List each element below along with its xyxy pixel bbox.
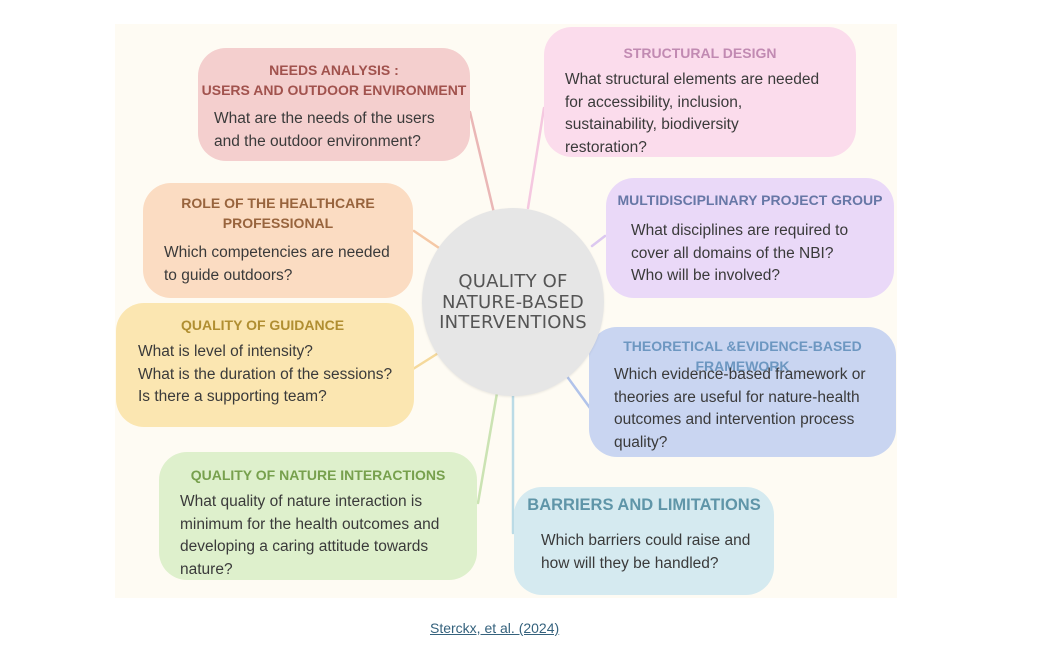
node-question: Which evidence-based framework or (614, 366, 866, 383)
node-heading: NEEDS ANALYSIS : (269, 62, 399, 78)
node-heading: THEORETICAL &EVIDENCE-BASED (623, 338, 862, 354)
node-nature-interactions: QUALITY OF NATURE INTERACTIONS What qual… (159, 452, 477, 580)
connector-theoretical (564, 373, 592, 410)
node-question: What disciplines are required to (631, 222, 849, 239)
node-question: What structural elements are needed (565, 71, 820, 88)
connector-needs-analysis (468, 110, 496, 215)
connector-nature-interactions (476, 391, 499, 505)
connector-quality-guidance (411, 350, 442, 371)
node-question: quality? (614, 433, 668, 451)
node-heading: FRAMEWORK (695, 358, 790, 374)
center-title-line: INTERVENTIONS (439, 312, 587, 333)
node-question: What is the duration of the sessions? (138, 365, 393, 383)
node-question: minimum for the health outcomes and (180, 515, 440, 533)
node-barriers: BARRIERS AND LIMITATIONS Which barriers … (514, 487, 774, 595)
node-question: Which barriers could raise and (541, 532, 751, 549)
node-question: developing a caring attitude towards (180, 538, 429, 555)
node-multidisciplinary: MULTIDISCIPLINARY PROJECT GROUP What dis… (606, 178, 894, 298)
node-heading: STRUCTURAL DESIGN (623, 45, 777, 61)
node-question: outcomes and intervention process (614, 411, 855, 428)
node-heading: USERS AND OUTDOOR ENVIRONMENT (201, 82, 467, 98)
node-question: for accessibility, inclusion, (565, 93, 743, 111)
node-healthcare-professional: ROLE OF THE HEALTHCARE PROFESSIONAL Whic… (143, 183, 413, 298)
node-heading: MULTIDISCIPLINARY PROJECT GROUP (617, 192, 883, 208)
citation-link[interactable]: Sterckx, et al. (2024) (430, 620, 560, 636)
connector-multidisciplinary (590, 234, 607, 248)
node-question: cover all domains of the NBI? (631, 244, 834, 262)
node-question: Is there a supporting team? (138, 388, 327, 405)
node-heading: BARRIERS AND LIMITATIONS (527, 496, 761, 514)
node-question: What quality of nature interaction is (180, 493, 423, 510)
node-question: Which competencies are needed (164, 244, 390, 261)
node-question: What is level of intensity? (138, 343, 313, 360)
center-topic: QUALITY OF NATURE-BASED INTERVENTIONS (422, 208, 604, 396)
node-question: and the outdoor environment? (214, 132, 421, 150)
node-question: how will they be handled? (541, 554, 719, 572)
center-title-line: QUALITY OF (458, 271, 568, 292)
connector-structural-design (526, 106, 546, 210)
node-question: What are the needs of the users (214, 110, 435, 127)
node-structural-design: STRUCTURAL DESIGN What structural elemen… (544, 27, 856, 157)
node-question: sustainability, biodiversity (565, 116, 739, 133)
node-heading: QUALITY OF GUIDANCE (181, 317, 345, 333)
node-question: restoration? (565, 138, 647, 156)
node-question: theories are useful for nature-health (614, 388, 860, 406)
node-needs-analysis: NEEDS ANALYSIS : USERS AND OUTDOOR ENVIR… (198, 48, 470, 161)
connector-healthcare-professional (412, 229, 444, 252)
node-heading: QUALITY OF NATURE INTERACTIONS (190, 467, 446, 483)
center-title: QUALITY OF NATURE-BASED INTERVENTIONS (422, 271, 604, 334)
node-quality-guidance: QUALITY OF GUIDANCE What is level of int… (116, 303, 414, 427)
node-heading: ROLE OF THE HEALTHCARE (181, 195, 375, 211)
node-heading: PROFESSIONAL (222, 215, 334, 231)
node-question: Who will be involved? (631, 267, 781, 284)
node-question: to guide outdoors? (164, 266, 293, 284)
center-title-line: NATURE-BASED (441, 291, 584, 313)
node-question: nature? (180, 560, 233, 578)
node-theoretical-framework: THEORETICAL &EVIDENCE-BASED FRAMEWORK Wh… (589, 327, 896, 457)
